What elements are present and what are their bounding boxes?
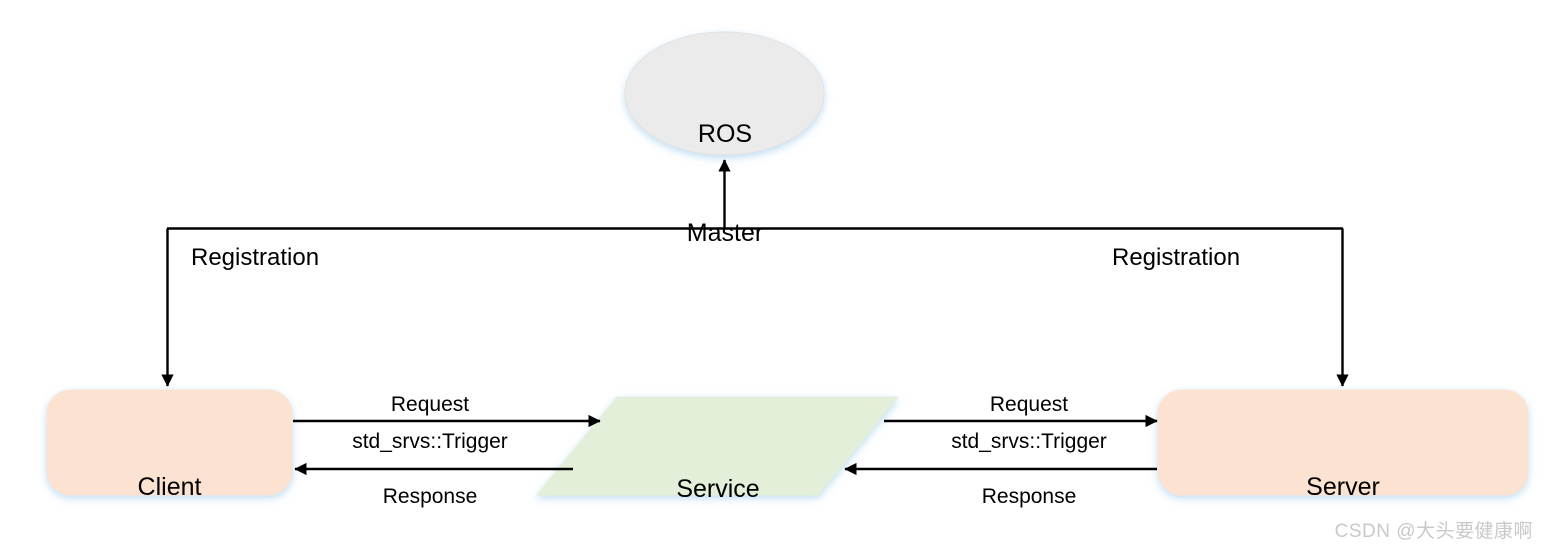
- service-node[interactable]: [535, 396, 900, 496]
- ros-master-node[interactable]: [624, 31, 825, 156]
- client-node[interactable]: [46, 389, 293, 496]
- server-node[interactable]: [1157, 389, 1529, 496]
